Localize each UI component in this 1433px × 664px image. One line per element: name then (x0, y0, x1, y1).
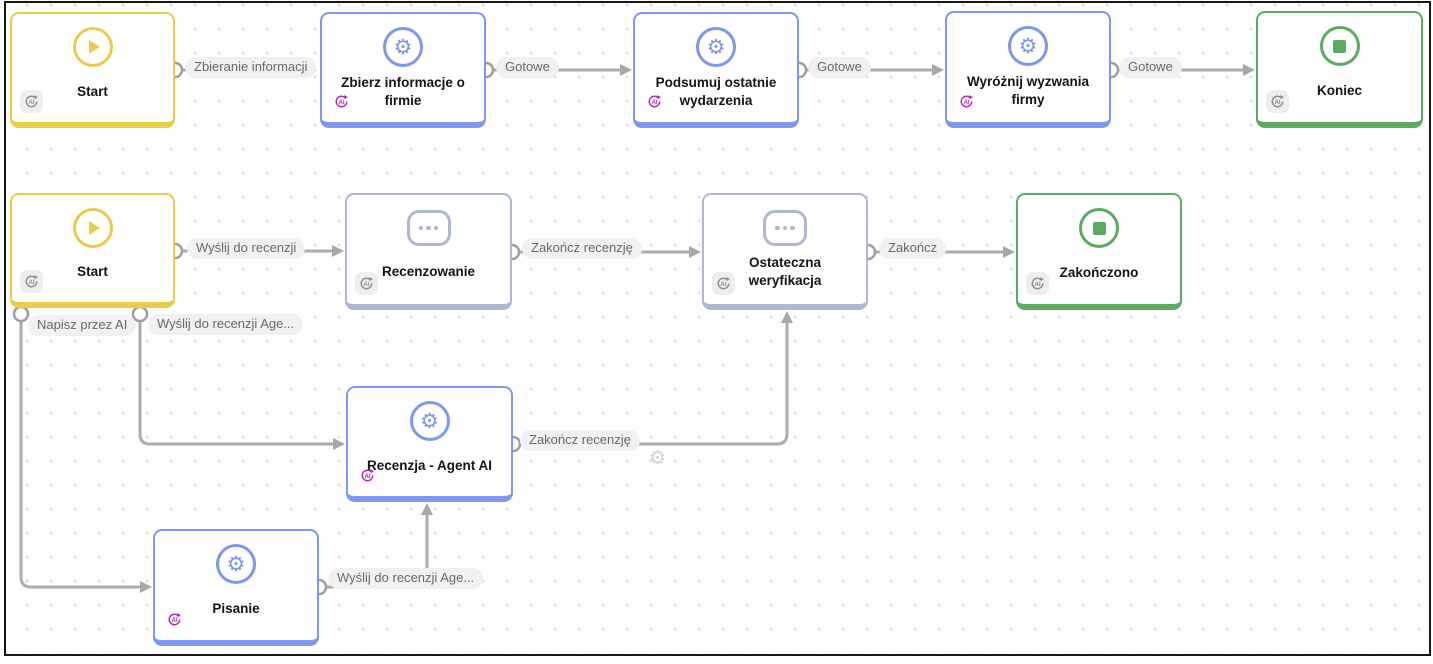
e-start2-reviewagent-label: Wyślij do recenzji Age... (148, 314, 304, 336)
svg-text:AI: AI (963, 99, 969, 106)
play-icon (72, 27, 113, 67)
ai-badge-icon[interactable]: AI (712, 272, 735, 295)
gear-icon: ⚙ (696, 27, 736, 67)
stop-icon (1079, 208, 1119, 248)
ai-badge-icon[interactable]: AI (20, 90, 43, 113)
port-start2-bottom-left[interactable] (12, 305, 30, 323)
node-title: Zbierz informacje o firmie (341, 74, 465, 108)
node-title: Ostateczna weryfikacja (748, 255, 822, 288)
node-title: Recenzowanie (381, 264, 476, 280)
ai-badge-icon[interactable]: AI (955, 90, 978, 113)
svg-text:AI: AI (1274, 99, 1280, 106)
gear-icon: ⚙ (1008, 26, 1048, 66)
e-collect-summarize-label: Gotowe (496, 57, 559, 79)
ai-badge-icon[interactable]: AI (20, 270, 43, 293)
ai-cycle-glyph: AI (717, 276, 730, 290)
ai-cycle-glyph: AI (25, 274, 38, 288)
ai-badge-icon[interactable]: AI (643, 90, 666, 113)
svg-text:AI: AI (171, 617, 177, 624)
message-icon (763, 210, 807, 246)
svg-text:AI: AI (338, 99, 344, 106)
node-title: Pisanie (212, 601, 260, 617)
ai-badge-icon[interactable]: AI (355, 272, 378, 295)
gear-icon: ⚙ (383, 27, 423, 67)
ai-badge-icon[interactable]: AI (1266, 90, 1289, 113)
ai-cycle-glyph: AI (25, 94, 38, 108)
e-reviewagent-final-label: Zakończ recenzję (520, 430, 640, 452)
e-start2-reviewagent[interactable] (138, 321, 345, 450)
ai-cycle-glyph: AI (1031, 276, 1044, 290)
node-title: Wyróżnij wyzwania firmy (966, 74, 1090, 107)
svg-text:AI: AI (651, 99, 657, 106)
e-start2-writing-label: Napisz przez AI (28, 315, 137, 337)
svg-text:AI: AI (720, 281, 726, 288)
e-highlight-end-label: Gotowe (1119, 57, 1182, 79)
ai-cycle-glyph: AI (361, 468, 374, 482)
e-final-done-label: Zakończ (879, 238, 947, 260)
message-icon (406, 210, 451, 246)
svg-text:AI: AI (1034, 281, 1040, 288)
gear-icon: ⚙ (216, 544, 256, 584)
svg-text:AI: AI (28, 99, 34, 106)
ai-badge-icon[interactable]: AI (1026, 272, 1049, 295)
svg-text:AI: AI (364, 473, 370, 480)
e-reviewing-final-label: Zakończ recenzję (522, 238, 642, 260)
ai-cycle-glyph: AI (960, 94, 973, 108)
node-title: Start (77, 264, 108, 280)
e-writing-reviewagent-label: Wyślij do recenzji Age... (328, 568, 484, 590)
svg-text:AI: AI (28, 279, 34, 286)
e-summarize-highlight-label: Gotowe (808, 57, 871, 79)
svg-text:AI: AI (363, 281, 369, 288)
ai-cycle-glyph: AI (1271, 94, 1284, 108)
ai-cycle-glyph: AI (648, 94, 661, 108)
node-title: Start (77, 83, 108, 99)
e-reviewagent-final[interactable] (521, 311, 793, 446)
ai-cycle-glyph: AI (335, 94, 348, 108)
node-title: Recenzja - Agent AI (366, 457, 493, 473)
ai-badge-icon[interactable]: AI (330, 90, 353, 113)
stop-icon (1319, 26, 1360, 66)
e-start2-writing[interactable] (19, 321, 152, 593)
ai-badge-icon[interactable]: AI (356, 464, 379, 487)
port-start2-bottom-mid[interactable] (131, 305, 149, 323)
e-start1-collect-label: Zbieranie informacji (185, 57, 317, 79)
node-title: Koniec (1316, 83, 1362, 99)
ai-cycle-glyph: AI (168, 612, 181, 626)
ai-badge-icon[interactable]: AI (163, 608, 186, 631)
play-icon (72, 208, 113, 248)
ai-cycle-glyph: AI (360, 276, 373, 290)
gear-ghost-icon: ⚙ (649, 447, 667, 469)
e-start2-reviewing-label: Wyślij do recenzji (187, 238, 306, 260)
node-title: Zakończono (1059, 265, 1139, 281)
node-title: Podsumuj ostatnie wydarzenia (655, 74, 777, 108)
gear-icon: ⚙ (409, 401, 450, 441)
